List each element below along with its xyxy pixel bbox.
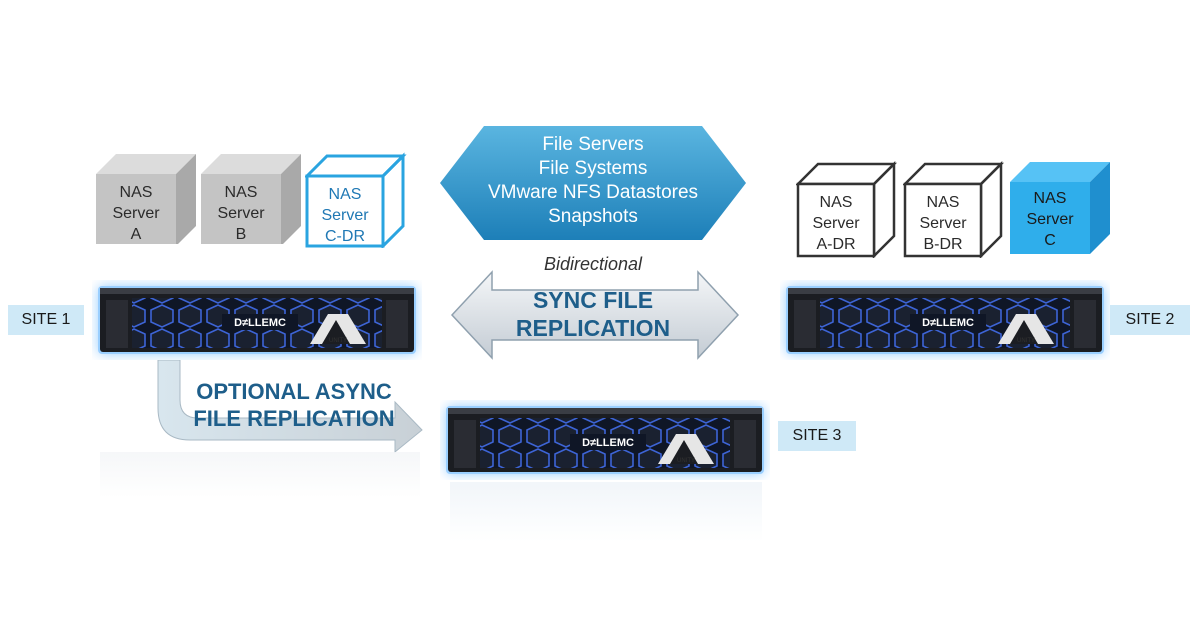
storage-array-image: D≠LLEMC UNITY [446, 406, 764, 474]
cube-label-line: NAS [926, 194, 960, 211]
async-label-line: OPTIONAL ASYNC [196, 379, 392, 404]
model-label: UNITY [677, 458, 695, 464]
storage-array-image: D≠LLEMC UNITY [98, 286, 416, 354]
site3-reflection [450, 482, 762, 542]
content-type-snapshots: Snapshots [548, 206, 638, 227]
cube-label-line: NAS [224, 184, 258, 201]
nas-server-b-dr-cube: NAS Server B-DR [903, 160, 1006, 258]
site1-storage-array: D≠LLEMC UNITY [92, 280, 422, 365]
cube-label-line: Server [919, 215, 967, 232]
sync-label-line: REPLICATION [515, 315, 671, 341]
double-arrow-icon [450, 270, 740, 360]
sync-label-line: SYNC FILE [532, 287, 654, 313]
nas-server-a-cube: NAS Server A [96, 152, 199, 244]
content-type-file-systems: File Systems [538, 158, 648, 179]
model-label: UNITY [1017, 338, 1035, 344]
content-types-box [438, 124, 748, 242]
site3-storage-array: D≠LLEMC UNITY [440, 400, 770, 485]
async-replication-arrow [150, 359, 425, 455]
content-type-vmware-nfs: VMware NFS Datastores [487, 182, 699, 203]
cube-label-line: NAS [1033, 190, 1067, 207]
cube-label-line: Server [812, 215, 860, 232]
cube-label-line: C-DR [325, 228, 365, 245]
cube-outline-icon [305, 152, 407, 248]
site2-label: SITE 2 [1110, 305, 1190, 335]
cube-icon [201, 154, 301, 244]
cube-outline-icon [796, 160, 898, 258]
content-type-file-servers: File Servers [542, 134, 644, 155]
brand-logo: D≠LLEMC [582, 437, 634, 449]
cube-label-line: NAS [328, 186, 362, 203]
site1-reflection [100, 452, 420, 498]
cube-label-line: C [1044, 232, 1056, 249]
bidirectional-caption: Bidirectional [543, 254, 643, 274]
sync-replication-label: SYNC FILE REPLICATION [500, 286, 686, 342]
nas-server-a-dr-cube: NAS Server A-DR [796, 160, 899, 258]
async-label-line: FILE REPLICATION [193, 406, 395, 431]
async-replication-label: OPTIONAL ASYNC FILE REPLICATION [178, 378, 410, 432]
cube-label-line: B [235, 226, 247, 243]
nas-server-b-cube: NAS Server B [201, 152, 304, 244]
cube-label-line: B-DR [923, 236, 963, 253]
storage-array-image: D≠LLEMC UNITY [786, 286, 1104, 354]
cube-label-line: Server [1026, 211, 1074, 228]
brand-logo: D≠LLEMC [234, 317, 286, 329]
cube-label-line: NAS [819, 194, 853, 211]
model-label: UNITY [329, 338, 347, 344]
cube-outline-icon [903, 160, 1005, 258]
cube-label-line: NAS [119, 184, 153, 201]
bent-arrow-icon [157, 359, 423, 454]
nas-server-c-dr-cube: NAS Server C-DR [305, 152, 408, 248]
sync-replication-arrow [450, 270, 740, 360]
cube-label-line: Server [321, 207, 369, 224]
site3-label: SITE 3 [778, 421, 856, 451]
cube-label-line: A-DR [816, 236, 856, 253]
hexagon-shape [440, 126, 746, 240]
nas-server-c-cube: NAS Server C [1010, 160, 1113, 254]
cube-label-line: A [130, 226, 142, 243]
cube-label-line: Server [112, 205, 160, 222]
brand-logo: D≠LLEMC [922, 317, 974, 329]
cube-label-line: Server [217, 205, 265, 222]
cube-icon [96, 154, 196, 244]
cube-icon [1010, 162, 1110, 254]
site2-storage-array: D≠LLEMC UNITY [780, 280, 1110, 365]
site1-label: SITE 1 [8, 305, 84, 335]
content-types-list: File Servers File Systems VMware NFS Dat… [440, 133, 746, 229]
